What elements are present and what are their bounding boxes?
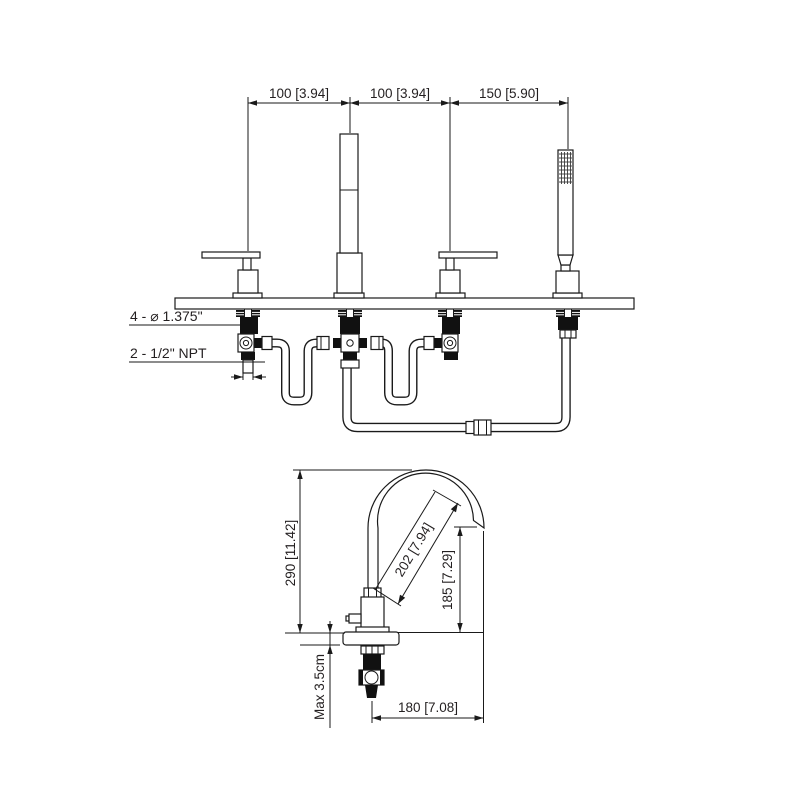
shower-neck (560, 264, 571, 272)
deck-flange (342, 631, 400, 646)
label-npt: 2 - 1/2" NPT (130, 345, 207, 361)
npt-inlet-pipe (242, 359, 254, 374)
dim-max-deck-label: Max 3.5cm (312, 654, 327, 720)
spout-base (336, 252, 363, 294)
dim-spacing-right: 150 [5.90] (479, 86, 539, 101)
shower-taper (557, 254, 574, 266)
dim-max-deck-thickness: Max 3.5cm (300, 621, 342, 728)
dim-overall-height: 290 [11.42] (283, 469, 412, 634)
front-elevation-view: 100 [3.94] 100 [3.94] 150 [5.90] (129, 86, 635, 436)
diverter-knob (348, 613, 362, 624)
handle-body (237, 269, 259, 294)
shower-holder (555, 270, 580, 294)
handle-base (232, 292, 263, 299)
handle-base (435, 292, 466, 299)
hose-nut (261, 335, 273, 351)
dim-spout-reach-label: 180 [7.08] (398, 700, 458, 715)
dim-overall-height-label: 290 [11.42] (283, 520, 298, 587)
hose-nut (370, 335, 384, 351)
spout-tee (316, 309, 384, 369)
right-handle (435, 251, 498, 299)
dim-spacing-left: 100 [3.94] (269, 86, 329, 101)
handle-stem (445, 257, 455, 271)
spray-face-texture (559, 152, 572, 184)
left-handle (201, 251, 263, 299)
hose-nut (423, 335, 435, 351)
hose-loop-right (381, 338, 425, 406)
spout-column (339, 133, 359, 254)
rough-in-plumbing (236, 309, 580, 436)
handle-lever (438, 251, 498, 259)
dim-outlet-height: 185 [7.29] (398, 526, 484, 633)
handle-stem (242, 257, 252, 271)
side-elevation-view: 290 [11.42] 202 [7.94] 185 [7.29] (283, 469, 485, 728)
top-dimension-chain: 100 [3.94] 100 [3.94] 150 [5.90] (247, 86, 569, 251)
spout-profile (342, 469, 485, 698)
inlet-shank (365, 685, 378, 698)
tub-spout (333, 133, 365, 299)
compression-nut (559, 329, 577, 339)
dim-spacing-mid: 100 [3.94] (370, 86, 430, 101)
handle-lever (201, 251, 261, 259)
spout-body (360, 596, 385, 629)
hand-shower-connection (556, 309, 580, 339)
gooseneck-tube (367, 469, 485, 590)
hose-loop-left (271, 338, 320, 406)
dim-outlet-height-label: 185 [7.29] (440, 550, 455, 610)
npt-callout: 2 - 1/2" NPT (129, 345, 266, 380)
supply-pipe (342, 336, 571, 436)
dim-spout-reach: 180 [7.08] (371, 531, 484, 723)
left-handle-valve (236, 309, 273, 380)
tee-body (340, 333, 360, 353)
shower-flange (552, 292, 583, 299)
mounting-holes-callout: 4 - ⌀ 1.375" (129, 308, 240, 326)
compression-nut (340, 359, 360, 369)
mounting-deck (174, 297, 635, 310)
hand-shower (552, 149, 583, 299)
right-handle-valve (423, 309, 462, 360)
pipe-union-ring (465, 420, 475, 435)
handle-body (439, 269, 461, 294)
pipe-union-nut (473, 419, 492, 436)
label-mounting-holes: 4 - ⌀ 1.375" (130, 308, 203, 324)
hose-nut (316, 335, 330, 351)
spout-flange (333, 292, 365, 299)
dim-spout-length-label: 202 [7.94] (392, 520, 436, 579)
